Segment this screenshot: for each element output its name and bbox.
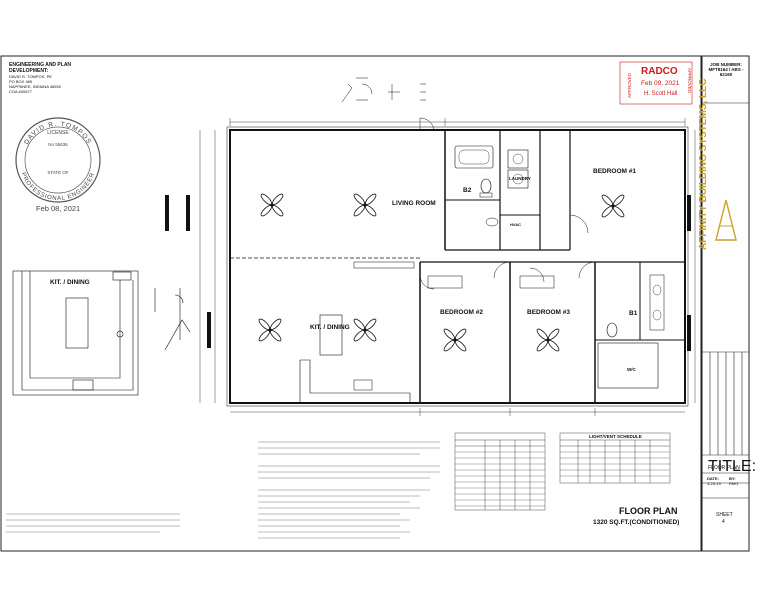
seal-state-of: STATE OF [47,170,69,175]
date-value: 3-25-19 [707,481,721,486]
engineer-heading: ENGINEERING AND PLAN DEVELOPMENT: [9,62,72,74]
approval-stamp-left: APPROVED [627,72,632,98]
ceiling-fan-icon [443,328,467,352]
engineer-info: ENGINEERING AND PLAN DEVELOPMENT: DAVID … [9,62,99,94]
ceiling-fans [258,193,625,352]
approval-stamp [619,61,693,105]
sheet-label: SHEET [716,512,733,518]
room-bath-2: B2 [463,187,472,194]
ceiling-fan-icon [260,193,284,217]
date-label: DATE: [707,476,719,481]
engineer-seal [15,117,101,203]
engineer-line-po: PO BOX 489 [9,79,33,84]
room-laundry: LAUNDRY [509,176,531,181]
title-label: TITLE: [708,458,757,475]
ceiling-fan-icon [536,328,560,352]
room-bath-1: B1 [629,310,638,317]
engineer-line-city: NAPPANEE, INDIANA 46550 [9,84,61,89]
company-name: AFFINITY BUILDING SYSTEMS, LLC [698,78,709,250]
room-bedroom-2: BEDROOM #2 [440,309,483,316]
room-wic: W/C [627,367,636,372]
room-kitchen-detail: KIT. / DINING [50,279,90,286]
ceiling-fan-icon [601,194,625,218]
approval-stamp-right: APPROVED [687,68,692,94]
door-window-schedule [454,432,546,511]
room-hvac: HVAC [510,222,522,227]
engineer-line-name: DAVID R. TOMPOS, PE [9,74,52,79]
approval-date: Feb 09, 2021 [641,80,680,87]
svg-text:PROFESSIONAL ENGINEER: PROFESSIONAL ENGINEER [20,172,96,202]
seal-license-label: LICENSE [47,130,69,136]
seal-number: No 55636 [48,142,68,147]
engineer-line-coa: COA #00677 [9,89,32,94]
job-number-block: JOB NUMBER: MFT8164 / ABS - 62160 [705,62,747,77]
company-logo [715,199,737,241]
room-bedroom-1: BEDROOM #1 [593,168,636,175]
room-kitchen: KIT. / DINING [310,324,350,331]
ceiling-fan-icon [353,318,377,342]
title-value: FLOOR PLAN [708,465,740,471]
sheet-value: 4 [722,519,725,525]
by-value: RMG [729,481,739,486]
light-vent-schedule-title: LIGHT/VENT SCHEDULE [589,434,642,439]
by-label: BY: [729,476,736,481]
room-living: LIVING ROOM [392,200,436,207]
job-number-value: MFT8164 / ABS - 62160 [708,67,744,77]
plan-title: FLOOR PLAN [619,506,678,516]
ceiling-fan-icon [353,193,377,217]
seal-bottom-text: PROFESSIONAL ENGINEER [20,172,96,202]
ceiling-fan-icon [258,318,282,342]
job-number-label: JOB NUMBER: [710,62,742,67]
seal-date: Feb 08, 2021 [36,204,81,213]
plan-sqft: 1320 SQ.FT.(CONDITIONED) [593,519,680,526]
approval-company: RADCO [641,66,678,77]
room-bedroom-3: BEDROOM #3 [527,309,570,316]
approval-reviewer: H. Scott Hall [644,91,678,97]
